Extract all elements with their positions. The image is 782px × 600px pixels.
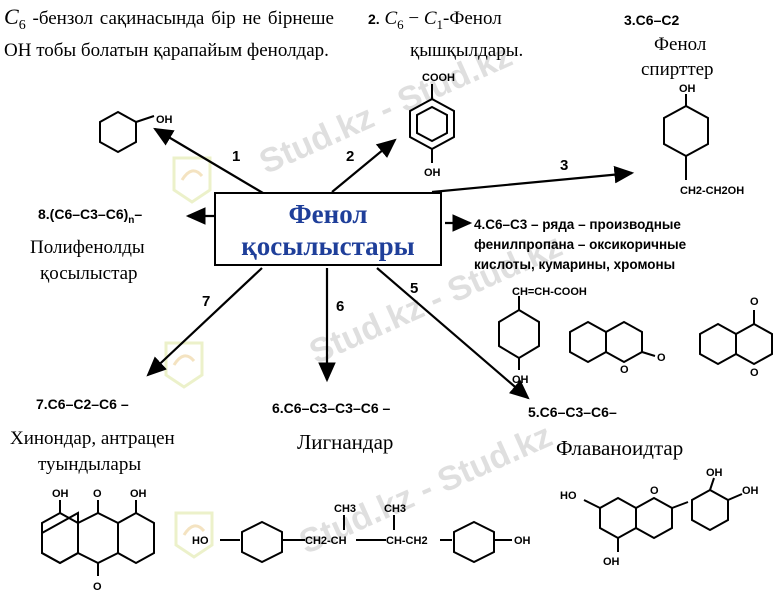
label-oh: OH xyxy=(603,556,620,568)
label-o: O xyxy=(650,485,659,497)
hydroxybenzoic-acid-structure xyxy=(409,84,455,163)
phenylethanol-structure xyxy=(663,94,709,180)
arrow-2 xyxy=(331,138,397,193)
phenol-alcohols-label1: Фенол xyxy=(654,34,707,55)
formula-6: 6.C6–C3–C3–C6 – xyxy=(272,400,391,416)
label-o: O xyxy=(657,352,666,364)
label-o: O xyxy=(750,367,759,379)
arrows xyxy=(146,127,635,400)
label-ch3: CH3 xyxy=(334,503,356,515)
formula-8: 8.(C6–C3–C6)n– xyxy=(38,206,142,226)
lignan-structure xyxy=(220,515,512,564)
label-o: O xyxy=(750,296,759,308)
label-o: O xyxy=(620,364,629,376)
quinones-label2: туындылары xyxy=(38,454,142,475)
arrow-number-6: 6 xyxy=(336,298,345,315)
label-oh: OH xyxy=(130,488,147,500)
flavanoid-structure xyxy=(583,477,743,552)
label-o: O xyxy=(93,581,102,593)
flavonoids-label: Флаваноидтар xyxy=(556,436,684,460)
formula-8-text: 8.(C6–C3–C6) xyxy=(38,206,129,222)
dash: − xyxy=(403,8,424,29)
c6-symbol: C xyxy=(384,8,398,29)
formula-8-sub: n xyxy=(128,214,135,226)
center-title-line2: қосылыстары xyxy=(241,231,415,261)
polyphenols-label2: қосылыстар xyxy=(40,263,138,284)
lignans-label: Лигнандар xyxy=(297,430,394,454)
cinnamic-acid-structure xyxy=(498,296,540,370)
anthraquinone-structure xyxy=(41,500,155,576)
label-ch3: CH3 xyxy=(384,503,406,515)
phenol-acids-label1: -Фенол xyxy=(443,8,502,29)
label-chchcooh: CH=CH-COOH xyxy=(512,286,587,298)
center-box: Фенол қосылыстары xyxy=(214,192,442,266)
phenylpropane-line1: 4.C6–C3 – ряда – производные xyxy=(474,217,681,232)
c6-symbol: C xyxy=(4,4,19,29)
simple-phenols-description: C6 -бензол сақинасында бір не бірнеше ОН… xyxy=(4,4,334,63)
label-oh: OH xyxy=(706,467,723,479)
item-2-number: 2. xyxy=(368,11,380,27)
phenol-acids-label2: қышқылдары. xyxy=(410,39,524,61)
arrow-1 xyxy=(153,127,269,197)
arrow-7 xyxy=(146,267,263,377)
c6-sub: 6 xyxy=(18,17,26,33)
label-oh: OH xyxy=(52,488,69,500)
label-ho: HO xyxy=(560,490,577,502)
formula-7: 7.C6–C2–C6 – xyxy=(36,396,129,412)
quinones-label1: Хинондар, антрацен xyxy=(10,428,175,449)
center-title-line1: Фенол xyxy=(288,199,368,229)
phenylpropane-line3: кислоты, кумарины, хромоны xyxy=(474,257,676,272)
arrow-number-1: 1 xyxy=(232,148,241,165)
label-oh: OH xyxy=(514,535,531,547)
label-ch2ch: CH2-CH xyxy=(305,535,347,547)
label-oh: OH xyxy=(742,485,759,497)
polyphenols-label1: Полифенолды xyxy=(30,237,145,258)
arrow-number-7: 7 xyxy=(202,293,211,310)
label-o: O xyxy=(93,488,102,500)
label-oh: OH xyxy=(156,114,173,126)
phenylpropane-description: 4.C6–C3 – ряда – производные фенилпропан… xyxy=(474,215,686,275)
phenol-alcohols-label2: спирттер xyxy=(641,59,714,80)
formula-8-dash: – xyxy=(134,206,143,222)
arrow-3 xyxy=(431,165,635,194)
label-oh: OH xyxy=(512,374,529,386)
simple-phenols-text: -бензол сақинасында бір не бірнеше ОН то… xyxy=(4,8,334,61)
label-cooh: COOH xyxy=(422,72,455,84)
label-ho: HO xyxy=(192,535,209,547)
c1-symbol: C xyxy=(423,8,437,29)
label-oh: OH xyxy=(679,83,696,95)
chromone-structure xyxy=(699,310,773,366)
coumarin-structure xyxy=(569,320,656,364)
phenol-structure xyxy=(99,110,155,154)
formula-5: 5.C6–C3–C6– xyxy=(528,404,617,420)
label-ch2ch2oh: CH2-CH2OH xyxy=(680,185,744,197)
label-oh: OH xyxy=(424,167,441,179)
arrow-number-3: 3 xyxy=(560,157,569,174)
label-chch2: CH-CH2 xyxy=(386,535,428,547)
arrow-5 xyxy=(376,267,530,400)
arrow-number-2: 2 xyxy=(346,148,355,165)
c1-sub: 1 xyxy=(436,16,444,32)
watermark-logo-icon xyxy=(174,511,214,559)
c6-sub: 6 xyxy=(397,16,404,32)
formula-3: 3.C6–C2 xyxy=(624,12,680,28)
phenol-acids-label: 2. C6 − C1-Фенол қышқылдары. xyxy=(368,6,523,64)
phenylpropane-line2: фенилпропана – оксикоричные xyxy=(474,237,687,252)
arrow-number-5: 5 xyxy=(410,280,419,297)
